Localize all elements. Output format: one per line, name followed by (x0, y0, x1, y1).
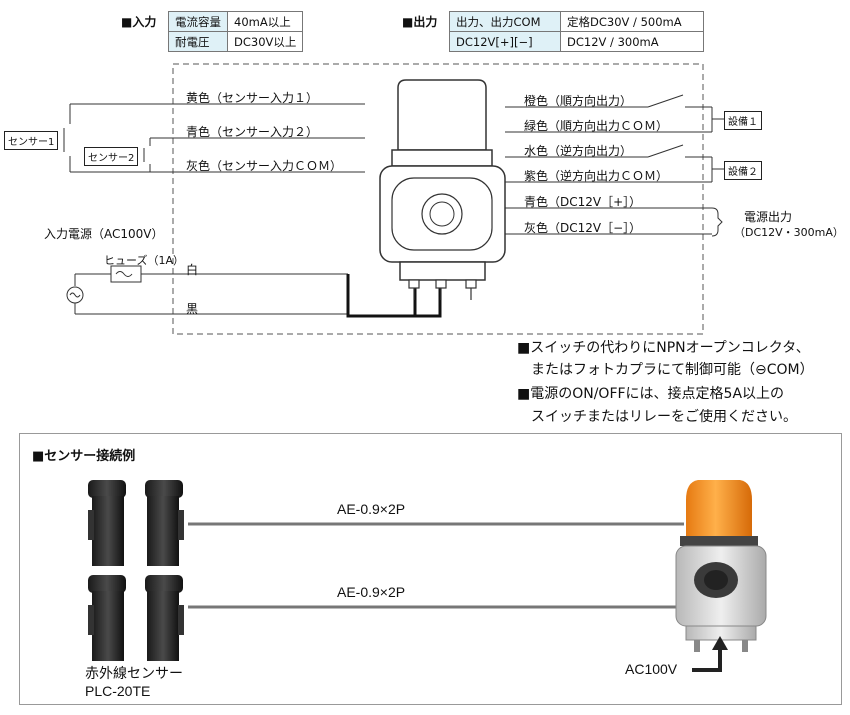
sensor-name: 赤外線センサー (85, 665, 183, 681)
example-drawing (88, 480, 767, 672)
beacon-product (675, 480, 767, 652)
note-line: ■電源のON/OFFには、接点定格5A以上の (517, 386, 785, 402)
note-line: スイッチまたはリレーをご使用ください。 (517, 409, 797, 425)
sensor-unit (88, 480, 126, 566)
wire-label-blue: 青色（センサー入力２） (186, 125, 319, 139)
sensor-unit (88, 575, 126, 661)
wire-label-gray: 灰色（センサー入力ＣＯＭ） (186, 159, 343, 173)
wire-label-orange: 橙色（順方向出力） (524, 94, 633, 108)
power-input-label: 入力電源（AC100V） (44, 227, 164, 241)
wire-label-gray-dc: 灰色（DC12V［−］） (524, 221, 642, 235)
table-cell: 耐電圧 (168, 31, 228, 52)
table-row: 耐電圧 DC30V以上 (168, 31, 304, 52)
table-row: DC12V[+][−] DC12V / 300mA (449, 31, 704, 52)
cable-label-2: AE-0.9×2P (337, 584, 406, 600)
table-row: 出力、出力COM 定格DC30V / 500mA (449, 11, 704, 32)
wire-label-black: 黒 (186, 302, 199, 316)
wire-label-light-blue: 水色（逆方向出力） (524, 144, 633, 158)
ac-arrow (692, 648, 722, 672)
power-output-label: 電源出力 (744, 210, 793, 224)
wire-label-blue-dc: 青色（DC12V［+］） (524, 195, 642, 209)
sensor-unit (145, 575, 184, 661)
table-cell: 40mA以上 (226, 11, 304, 32)
example-title: ■センサー接続例 (32, 449, 136, 464)
power-output-spec: （DC12V・300mA） (734, 226, 844, 239)
note-line: ■スイッチの代わりにNPNオープンコレクタ、 (517, 340, 810, 356)
ac-line-black (348, 288, 442, 318)
table-cell: 電流容量 (168, 11, 228, 32)
sensor2-box: センサー2 (84, 147, 139, 166)
input-heading: ■入力 (121, 15, 157, 29)
unit-enclosure (172, 63, 704, 335)
table-cell: 出力、出力COM (449, 11, 561, 32)
sensor1-box: センサー1 (4, 131, 59, 150)
wire-label-white: 白 (186, 263, 199, 277)
output-wiring (505, 94, 724, 237)
sensor-example-panel (19, 433, 842, 705)
table-row: 電流容量 40mA以上 (168, 11, 304, 32)
input-spec-table: 電流容量 40mA以上 耐電圧 DC30V以上 (168, 11, 304, 52)
wire-label-purple: 紫色（逆方向出力ＣＯＭ） (524, 169, 669, 183)
wire-label-green: 緑色（順方向出力ＣＯＭ） (524, 119, 669, 133)
table-cell: DC30V以上 (226, 31, 304, 52)
cable-label-1: AE-0.9×2P (337, 501, 406, 517)
device2-box: 設備２ (724, 161, 762, 180)
table-cell: DC12V / 300mA (560, 31, 704, 52)
sensor-model: PLC-20TE (85, 683, 151, 699)
note-line: またはフォトカプラにて制御可能（⊖COM） (517, 362, 814, 378)
sensor-unit (145, 480, 184, 566)
ac-arrowhead (712, 636, 728, 650)
beacon-unit (379, 79, 506, 300)
wire-label-yellow: 黄色（センサー入力１） (186, 91, 319, 105)
ac-power-label: AC100V (625, 661, 678, 677)
output-spec-table: 出力、出力COM 定格DC30V / 500mA DC12V[+][−] DC1… (449, 11, 704, 52)
sensor-wiring (63, 103, 365, 173)
device1-box: 設備１ (724, 111, 762, 130)
table-cell: DC12V[+][−] (449, 31, 561, 52)
fuse-label: ヒューズ（1A） (104, 254, 184, 267)
wiring-diagram (63, 63, 724, 335)
power-wiring (66, 265, 348, 315)
output-heading: ■出力 (402, 15, 438, 29)
